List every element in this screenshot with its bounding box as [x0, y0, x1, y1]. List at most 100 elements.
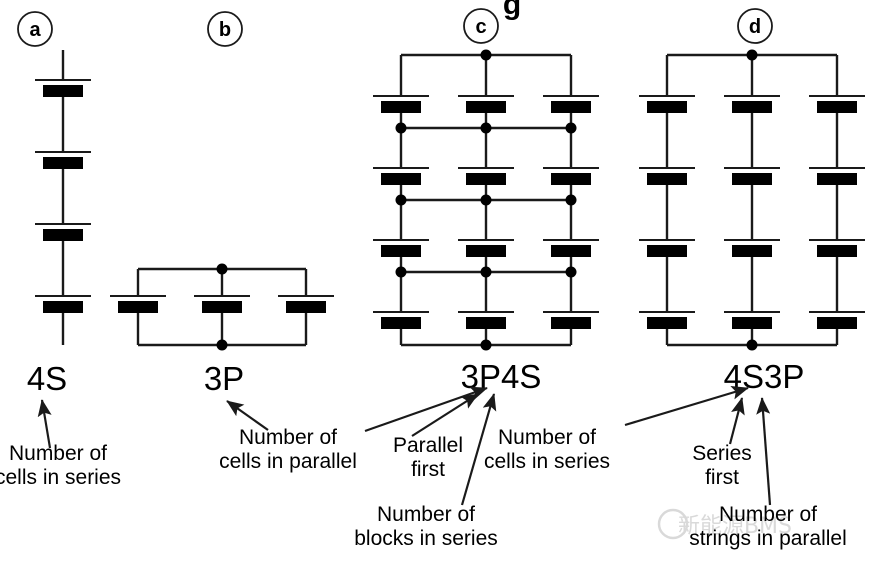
block-parallel-dot: [565, 266, 577, 278]
cell-positive-plate: [809, 239, 865, 241]
cell-positive-plate: [639, 167, 695, 169]
cell-negative-plate: [202, 301, 242, 313]
annotation-cells-in-series-line-0: Number of: [9, 442, 107, 465]
battery-cell-symbol: [458, 239, 514, 257]
annotation-cells-in-series-right-line-0: Number of: [498, 426, 596, 449]
arrow-cells-in-parallel: [226, 400, 269, 431]
cell-positive-plate: [543, 95, 599, 97]
watermark-label: 新能源BMS: [678, 514, 792, 539]
config-label-4s: 4S: [27, 360, 67, 397]
cell-negative-plate: [43, 229, 83, 241]
battery-cell-symbol: [724, 95, 780, 113]
panel-a-circle: [17, 11, 53, 47]
cell-positive-plate: [278, 295, 334, 297]
battery-cell-symbol: [639, 311, 695, 329]
cell-positive-plate: [809, 311, 865, 313]
battery-cell-symbol: [724, 167, 780, 185]
cell-positive-plate: [458, 239, 514, 241]
block-parallel-dot: [480, 194, 492, 206]
battery-cell-symbol: [458, 95, 514, 113]
battery-cell-symbol: [373, 239, 429, 257]
battery-cell-symbol: [35, 151, 91, 169]
panel-d-letter: d: [749, 16, 761, 38]
cell-negative-plate: [286, 301, 326, 313]
config-label-4s3p: 4S3P: [724, 358, 805, 395]
cell-negative-plate: [466, 173, 506, 185]
battery-cell-symbol: [639, 95, 695, 113]
annotation-parallel-first-line-1: first: [411, 458, 445, 481]
arrow-cells-in-series: [37, 399, 52, 449]
cell-positive-plate: [543, 167, 599, 169]
cell-negative-plate: [817, 245, 857, 257]
arrow-blocks-in-series: [460, 393, 497, 506]
panel-b-letter: b: [219, 19, 231, 41]
battery-cell-symbol: [724, 311, 780, 329]
battery-cell-symbol: [809, 239, 865, 257]
battery-cell-symbol: [278, 295, 334, 313]
cell-positive-plate: [724, 239, 780, 241]
annotation-series-first-line-0: Series: [692, 442, 752, 465]
cell-negative-plate: [817, 317, 857, 329]
battery-cell-symbol: [543, 311, 599, 329]
cell-positive-plate: [809, 167, 865, 169]
block-parallel-dot: [565, 122, 577, 134]
cell-negative-plate: [381, 173, 421, 185]
cell-negative-plate: [647, 101, 687, 113]
cell-negative-plate: [466, 317, 506, 329]
arrow-strings-in-parallel: [756, 397, 772, 506]
cell-negative-plate: [118, 301, 158, 313]
pack-top-dot: [746, 49, 758, 61]
cell-positive-plate: [373, 95, 429, 97]
cell-positive-plate: [458, 311, 514, 313]
arrow-series-first: [728, 397, 745, 445]
block-parallel-dot: [395, 266, 407, 278]
cell-positive-plate: [724, 311, 780, 313]
cell-negative-plate: [732, 173, 772, 185]
cell-negative-plate: [381, 101, 421, 113]
watermark-logo-icon: [657, 508, 689, 540]
parallel-bus-dot: [216, 339, 228, 351]
annotation-series-first-line-1: first: [705, 466, 739, 489]
cell-positive-plate: [35, 295, 91, 297]
annotation-cells-in-parallel-line-1: cells in parallel: [219, 450, 357, 473]
cell-positive-plate: [543, 239, 599, 241]
cell-positive-plate: [639, 311, 695, 313]
battery-cell-symbol: [724, 239, 780, 257]
battery-cell-symbol: [639, 239, 695, 257]
cell-negative-plate: [551, 101, 591, 113]
cell-positive-plate: [639, 239, 695, 241]
annotation-blocks-in-series-line-0: Number of: [377, 503, 475, 526]
battery-cell-symbol: [809, 167, 865, 185]
battery-cell-symbol: [35, 295, 91, 313]
clipped-title-fragment: g: [503, 0, 521, 21]
watermark: 新能源BMS: [657, 508, 792, 540]
cell-positive-plate: [639, 95, 695, 97]
battery-cell-symbol: [373, 167, 429, 185]
cell-negative-plate: [732, 101, 772, 113]
battery-cell-symbol: [35, 223, 91, 241]
panel-c-circle: [463, 8, 499, 44]
cell-negative-plate: [43, 157, 83, 169]
battery-cell-symbol: [194, 295, 250, 313]
cell-positive-plate: [724, 95, 780, 97]
cell-negative-plate: [466, 101, 506, 113]
panel-b-circle: [207, 11, 243, 47]
battery-cell-symbol: [373, 95, 429, 113]
cell-negative-plate: [647, 245, 687, 257]
cell-negative-plate: [732, 245, 772, 257]
cell-positive-plate: [110, 295, 166, 297]
cell-negative-plate: [817, 101, 857, 113]
pack-top-dot: [480, 49, 492, 61]
battery-cell-symbol: [543, 239, 599, 257]
cell-positive-plate: [373, 167, 429, 169]
cell-negative-plate: [732, 317, 772, 329]
cell-positive-plate: [458, 167, 514, 169]
annotation-blocks-in-series-line-1: blocks in series: [354, 527, 498, 550]
cell-negative-plate: [466, 245, 506, 257]
cell-negative-plate: [381, 317, 421, 329]
arrow-to-4S3P: [624, 385, 749, 427]
battery-cell-symbol: [809, 95, 865, 113]
cell-positive-plate: [373, 311, 429, 313]
annotation-cells-in-parallel-line-0: Number of: [239, 426, 337, 449]
